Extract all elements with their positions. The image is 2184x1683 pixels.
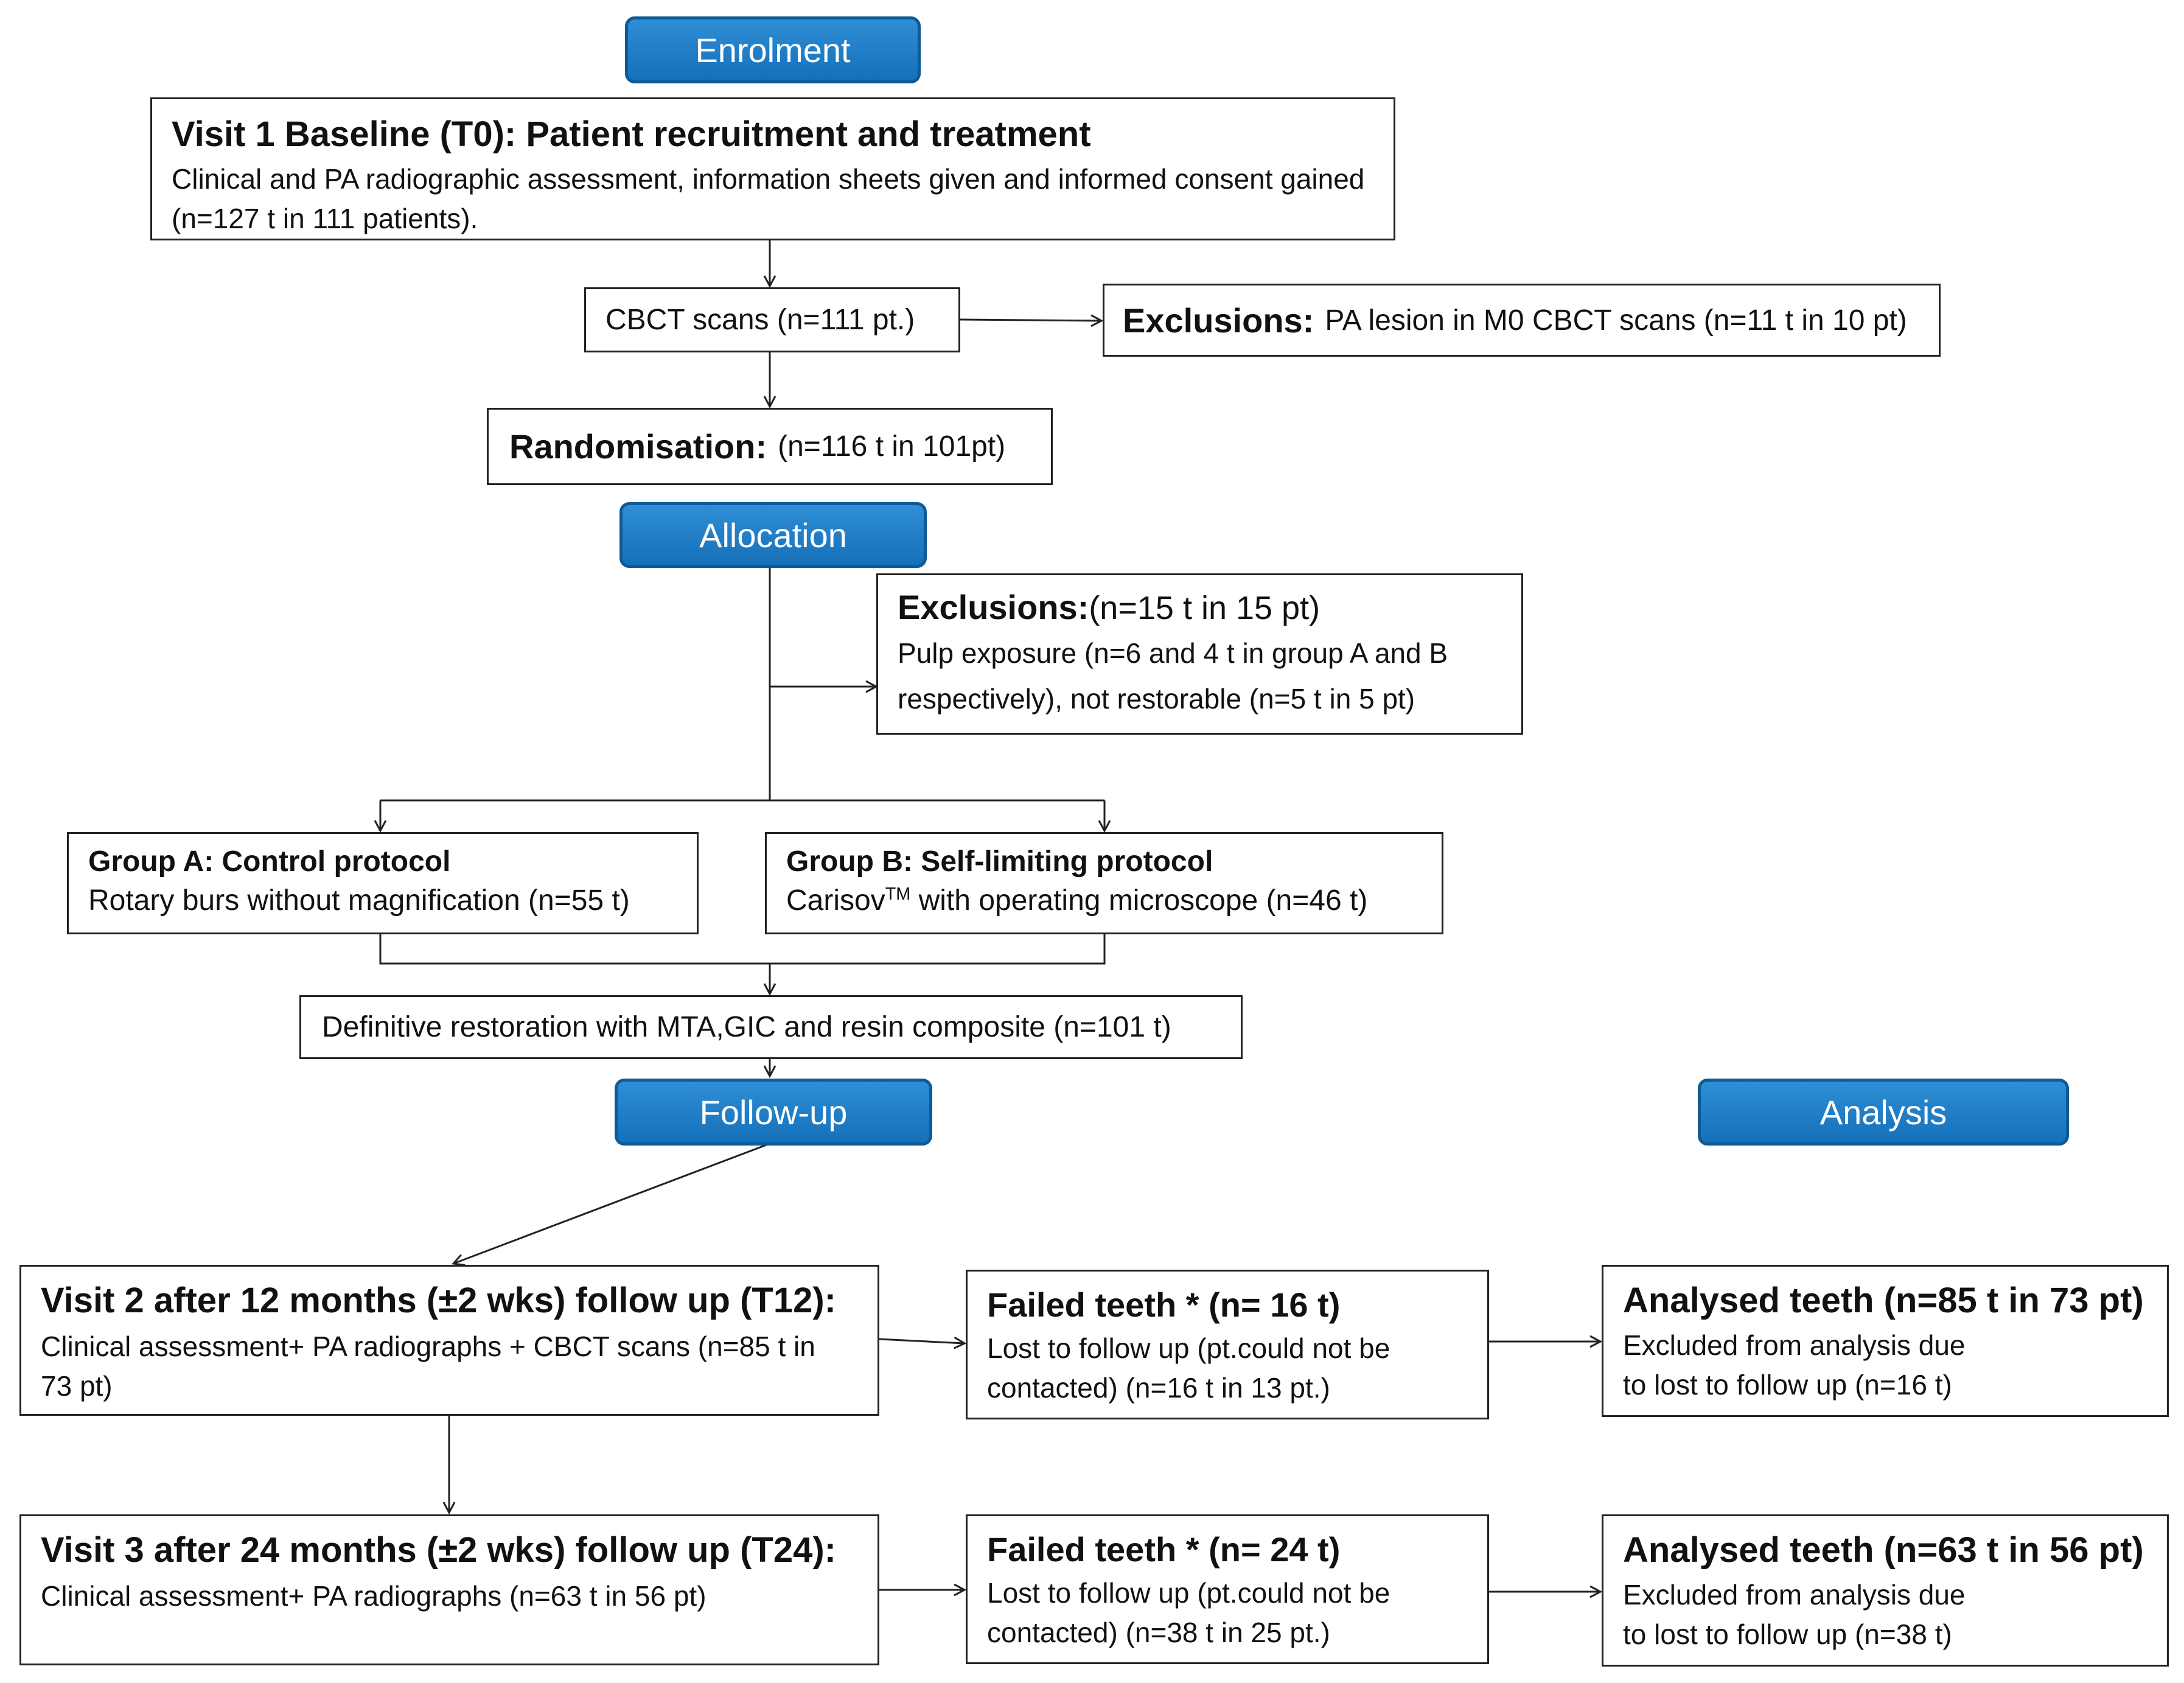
failed2-line2: contacted) (n=38 t in 25 pt.) [987,1617,1330,1649]
failed2-box: Failed teeth * (n= 24 t) Lost to follow … [966,1514,1489,1664]
restoration-label: Definitive restoration with MTA,GIC and … [322,1011,1171,1043]
randomisation-box: Randomisation: (n=116 t in 101pt) [487,408,1053,485]
analysed1-line2: to lost to follow up (n=16 t) [1623,1368,1952,1401]
analysed2-box: Analysed teeth (n=63 t in 56 pt) Exclude… [1602,1514,2169,1667]
exclusions2-line2: respectively), not restorable (n=5 t in … [898,682,1415,715]
visit3-box: Visit 3 after 24 months (±2 wks) follow … [19,1514,879,1665]
group-b-text: with operating microscope (n=46 t) [910,884,1368,917]
visit2-line1: Clinical assessment+ PA radiographs + CB… [41,1330,815,1362]
analysed1-box: Analysed teeth (n=85 t in 73 pt) Exclude… [1602,1265,2169,1417]
arrow-cbct-to-exclusions1 [960,320,1101,321]
exclusions1-title: Exclusions: [1123,301,1314,340]
analysed1-title: Analysed teeth (n=85 t in 73 pt) [1623,1281,2144,1320]
failed1-line2: contacted) (n=16 t in 13 pt.) [987,1372,1330,1404]
group-a-text: Rotary burs without magnification (n=55 … [88,884,630,917]
analysed2-line2: to lost to follow up (n=38 t) [1623,1618,1952,1650]
arrow-visit2-to-failed1 [879,1339,965,1343]
group-a-title: Group A: Control protocol [88,845,451,878]
visit1-box: Visit 1 Baseline (T0): Patient recruitme… [150,97,1395,240]
arrow-followup-to-visit2 [453,1143,769,1264]
exclusions2-line1: Pulp exposure (n=6 and 4 t in group A an… [898,637,1448,669]
visit2-line2: 73 pt) [41,1370,113,1402]
group-b-text-line: CarisovTM with operating microscope (n=4… [786,880,1422,922]
visit1-line2: (n=127 t in 111 patients). [172,202,478,234]
cbct-label: CBCT scans (n=111 pt.) [605,304,915,336]
restoration-box: Definitive restoration with MTA,GIC and … [299,995,1243,1059]
group-a-box: Group A: Control protocol Rotary burs wi… [67,832,699,934]
visit3-line1: Clinical assessment+ PA radiographs (n=6… [41,1580,706,1612]
analysed2-title: Analysed teeth (n=63 t in 56 pt) [1623,1530,2144,1570]
failed1-line1: Lost to follow up (pt.could not be [987,1332,1390,1364]
analysed1-line1: Excluded from analysis due [1623,1329,1966,1361]
failed2-line1: Lost to follow up (pt.could not be [987,1577,1390,1609]
randomisation-text: (n=116 t in 101pt) [778,430,1006,463]
group-b-title: Group B: Self-limiting protocol [786,845,1213,878]
exclusions1-text: PA lesion in M0 CBCT scans (n=11 t in 10… [1325,304,1907,337]
visit1-line1: Clinical and PA radiographic assessment,… [172,163,1365,195]
exclusions1-box: Exclusions: PA lesion in M0 CBCT scans (… [1103,284,1941,357]
phase-allocation: Allocation [619,502,927,568]
phase-enrolment: Enrolment [625,16,921,83]
exclusions2-count: (n=15 t in 15 pt) [1089,590,1321,626]
group-b-brand: Carisov [786,884,885,917]
failed1-title: Failed teeth * (n= 16 t) [987,1286,1341,1324]
failed1-box: Failed teeth * (n= 16 t) Lost to follow … [966,1270,1489,1419]
phase-follow-up: Follow-up [615,1079,932,1146]
visit3-title: Visit 3 after 24 months (±2 wks) follow … [41,1530,836,1570]
randomisation-title: Randomisation: [509,427,767,466]
failed2-title: Failed teeth * (n= 24 t) [987,1530,1341,1569]
visit1-title: Visit 1 Baseline (T0): Patient recruitme… [172,114,1091,154]
analysed2-line1: Excluded from analysis due [1623,1578,1966,1611]
visit2-title: Visit 2 after 12 months (±2 wks) follow … [41,1281,836,1320]
exclusions2-title: Exclusions: [898,588,1089,626]
phase-analysis: Analysis [1698,1079,2069,1146]
cbct-box: CBCT scans (n=111 pt.) [584,287,960,352]
group-b-tm: TM [885,884,911,904]
group-b-box: Group B: Self-limiting protocol CarisovT… [765,832,1443,934]
exclusions2-box: Exclusions:(n=15 t in 15 pt) Pulp exposu… [876,573,1523,735]
visit2-box: Visit 2 after 12 months (±2 wks) follow … [19,1265,879,1416]
line-groups-merge [379,934,1106,965]
